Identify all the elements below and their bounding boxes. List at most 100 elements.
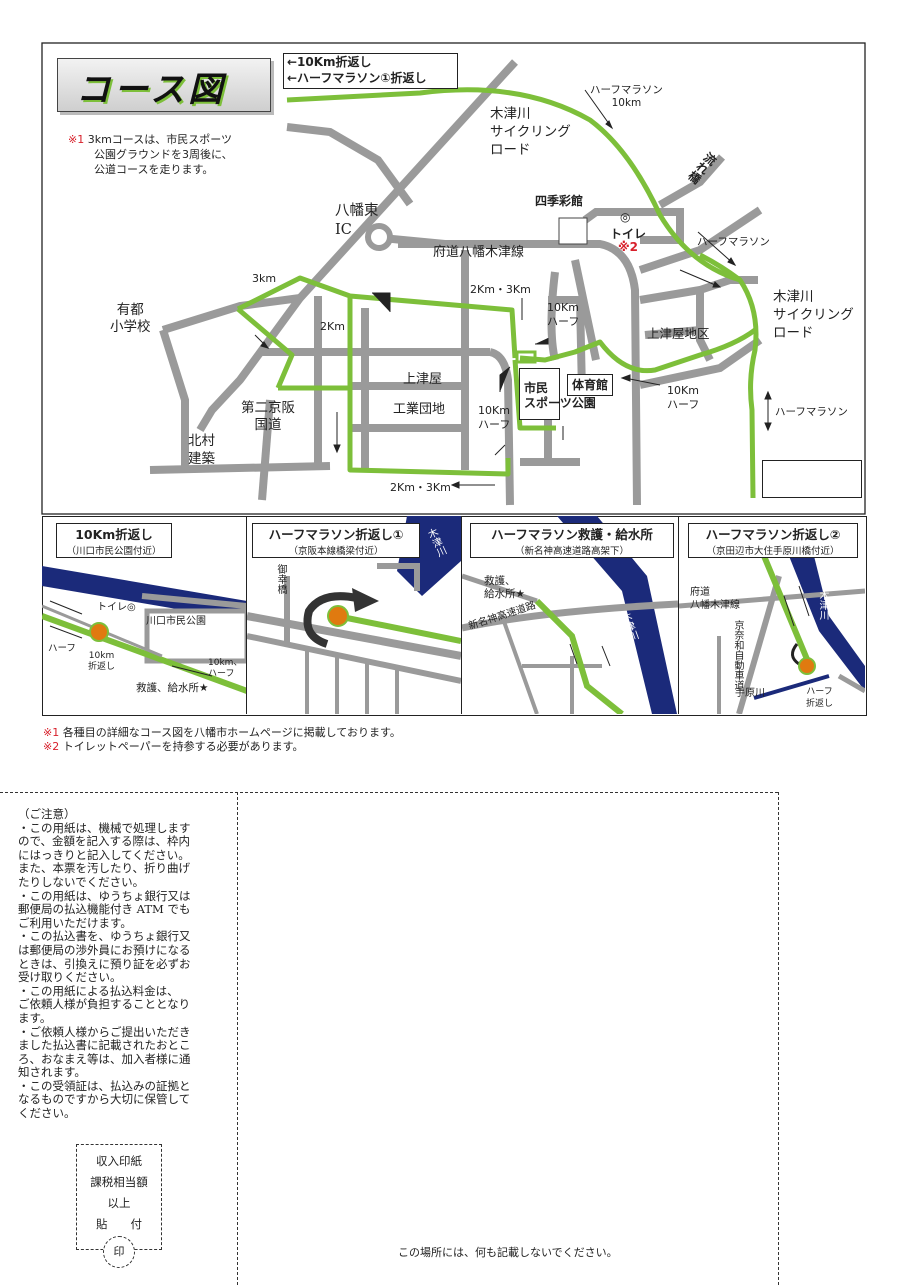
label-kizugawa-cycling-2: 木津川 サイクリング ロード — [773, 288, 854, 342]
label-2-3km-bottom: 2Km・3Km — [390, 481, 451, 494]
label-line: IC — [335, 222, 352, 238]
road — [679, 588, 865, 609]
notice-line: ・この払込書を、ゆうちょ銀行又 — [18, 929, 191, 944]
inset-4-tehara: 手原川 — [735, 688, 765, 699]
label-line: 府道 — [690, 587, 710, 598]
label-line: 北村 — [188, 433, 215, 449]
label-line: 折返し — [806, 699, 834, 709]
arrow — [171, 665, 213, 677]
course-start-marker — [515, 350, 537, 364]
course — [42, 613, 247, 694]
label-2-3km-top: 2Km・3Km — [470, 283, 531, 296]
inset-1-park: 川口市民公園 — [146, 616, 206, 627]
label-line: 10km、 — [208, 658, 243, 668]
inset-1-subtitle: （川口市民公園付近） — [66, 546, 162, 557]
road — [305, 646, 399, 714]
footnotes: ※1 各種目の詳細なコース図を八幡市ホームページに掲載しております。 ※2 トイ… — [43, 726, 401, 754]
label-shimin-sports: 市民 スポーツ公園 — [524, 381, 596, 411]
map-title: コース図 — [76, 70, 227, 110]
arrowhead — [727, 257, 737, 267]
footnote-text: トイレットペーパーを持参する必要があります。 — [62, 740, 304, 753]
slip-right-border — [778, 792, 779, 1285]
label-line: ロード — [490, 142, 531, 158]
footnote-text: 各種目の詳細なコース図を八幡市ホームページに掲載しております。 — [62, 726, 401, 739]
toilet-icon: ◎ — [620, 210, 631, 224]
road — [196, 59, 518, 433]
note-line: 公園グラウンドを3周後に、 — [94, 148, 233, 161]
arrow — [499, 366, 511, 392]
label-line: 小学校 — [110, 319, 151, 335]
inset-3-aid: 救護、 給水所★ — [484, 575, 525, 601]
inset-1-toilet: トイレ◎ — [97, 602, 136, 613]
note-3km: ※1 3kmコースは、市民スポーツ 公園グラウンドを3周後に、 公道コースを走り… — [68, 132, 233, 177]
label-line: 有都 — [116, 302, 144, 318]
label-line: 10km — [611, 97, 642, 109]
course-map — [41, 42, 866, 515]
road — [837, 673, 865, 694]
note-mark: ※1 — [68, 133, 85, 146]
inset-4-subtitle: （京田辺市大住手原川橋付近） — [706, 546, 840, 557]
stamp-line: 以上 — [107, 1196, 131, 1210]
course-half-main — [286, 87, 759, 499]
arrow — [679, 269, 721, 288]
course-half-branch — [698, 252, 742, 283]
label-half-right-2: ハーフマラソン — [775, 406, 848, 418]
label-shikisaikan: 四季彩館 — [535, 194, 584, 208]
title-badge: コース図 — [57, 58, 271, 112]
road — [639, 336, 763, 389]
label-toilet-mark: ※2 — [618, 240, 639, 254]
turn-box-line: ←10Km折返し — [287, 55, 372, 69]
notice-line: 郵便局の払込機能付き ATM でも — [18, 902, 191, 917]
label-line: 給水所★ — [484, 588, 525, 600]
label-industrial: 工業団地 — [393, 402, 446, 417]
course — [336, 613, 461, 644]
road — [398, 240, 641, 506]
label-line: ハーフ — [806, 687, 833, 697]
arrow — [584, 89, 613, 129]
notice-text: （ご注意） ・この用紙は、機械で処理します ので、金額を記入する際は、枠内 には… — [18, 807, 218, 1121]
inset-3-title: ハーフマラソン救護・給水所 — [491, 527, 653, 542]
inset-4-map — [679, 554, 865, 714]
label-taiikukan: 体育館 — [567, 374, 613, 396]
course-park — [512, 359, 556, 431]
notice-line: なるものですから大切に保管して — [18, 1092, 191, 1107]
arrowhead — [333, 444, 341, 454]
road-network — [149, 59, 763, 506]
turn-arrow — [791, 643, 800, 666]
arrow — [49, 625, 83, 639]
inset-2-miyuki-bashi: 御幸橋 — [275, 564, 286, 594]
seal-circle: 印 — [103, 1236, 135, 1268]
road — [547, 271, 559, 361]
notice-line: （ご注意） — [18, 807, 76, 821]
shikisaikan-building — [558, 217, 588, 245]
label-uzuya-district: 上津屋地区 — [647, 326, 710, 341]
inset-3-title-box: ハーフマラソン救護・給水所 （新名神高速道路高架下） — [470, 523, 674, 558]
label-line: 10Km — [667, 384, 699, 397]
inset-1-aid: 救護、給水所★ — [136, 682, 209, 694]
turn-arrowhead — [352, 588, 379, 612]
notice-line: ご依頼人様が負担することとなり — [18, 997, 191, 1012]
stamp-line: 収入印紙 — [96, 1154, 142, 1168]
inset-1-title-box: 10Km折返し （川口市民公園付近） — [56, 523, 172, 558]
notice-line: ので、金額を記入する際は、枠内 — [18, 834, 191, 849]
label-kizugawa-cycling-1: 木津川 サイクリング ロード — [490, 105, 571, 159]
inset-3-map — [462, 516, 678, 714]
label-toilet: トイレ — [610, 227, 647, 241]
label-line: ハーフ — [667, 398, 700, 411]
notice-line: たりしないでください。 — [18, 874, 145, 889]
road — [638, 206, 763, 274]
inset-1-turn-label: 10km 折返し — [88, 651, 115, 673]
notice-line: ました払込書に記載されたおとこ — [18, 1038, 191, 1053]
direction-arrows — [254, 89, 772, 489]
inset-1-river-label: 木津川 — [190, 577, 220, 588]
label-line: 市民 — [524, 381, 549, 395]
footnote-mark: ※2 — [43, 740, 60, 753]
label-kitamura: 北村 建築 — [188, 432, 215, 468]
notice-line: ください。 — [18, 1106, 76, 1121]
inset-2-subtitle: （京阪本線橋梁付近） — [288, 546, 384, 557]
turn-box-half2 — [762, 460, 862, 498]
notice-line: にはっきりと記入してください。 — [18, 847, 190, 862]
road — [159, 328, 189, 470]
course-route — [236, 87, 759, 499]
note-line: 3kmコースは、市民スポーツ — [87, 133, 233, 146]
